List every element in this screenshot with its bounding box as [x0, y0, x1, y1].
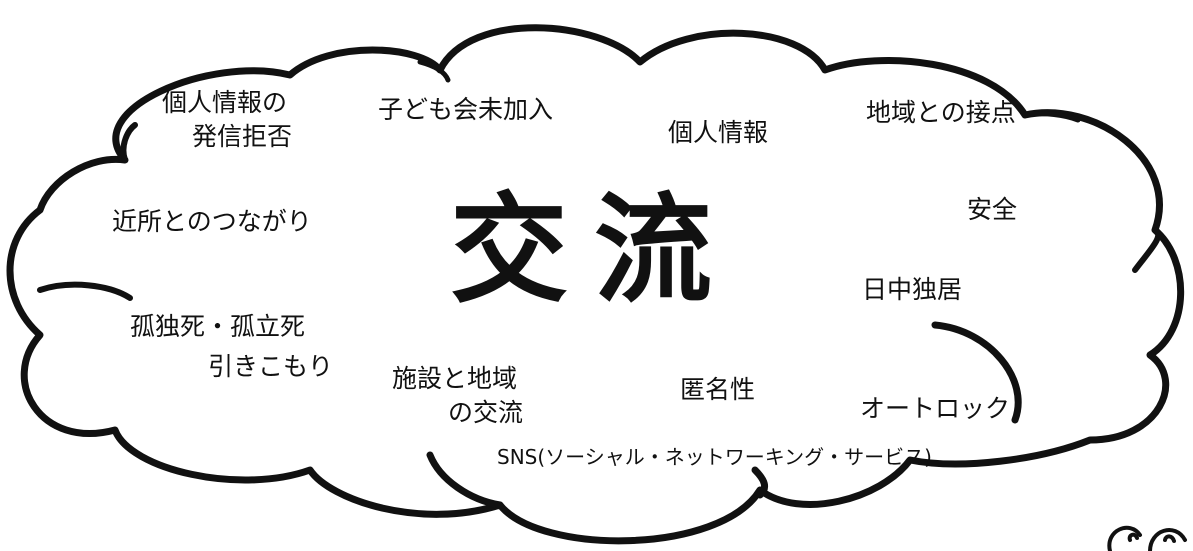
keyword-line: 孤独死・孤立死 — [130, 312, 306, 341]
keyword-personal-info: 個人情報 — [668, 118, 769, 147]
keyword-autolock: オートロック — [860, 394, 1011, 423]
keyword-line: 引きこもり — [208, 352, 334, 381]
keyword-personal-info-refusal: 個人情報の 発信拒否 — [162, 86, 292, 154]
cloud-inner-stroke-bottom2 — [751, 466, 769, 499]
cloud-border — [6, 24, 1185, 545]
cloud-inner-stroke-right — [1132, 227, 1162, 273]
keyword-safety: 安全 — [967, 195, 1018, 224]
keyword-line: 個人情報の — [162, 88, 288, 117]
cloud-inner-stroke-topleft — [417, 59, 451, 83]
keyword-line: 発信拒否 — [192, 122, 293, 151]
keyword-line: 施設と地域 — [392, 364, 518, 393]
keyword-lonely-death: 孤独死・孤立死 引きこもり — [130, 310, 333, 384]
keyword-neighborhood-ties: 近所とのつながり — [112, 207, 312, 236]
keyword-sns: SNS(ソーシャル・ネットワーキング・サービス) — [497, 445, 932, 469]
cloud-inner-stroke-lowright — [931, 321, 1022, 424]
keyword-facility-exchange: 施設と地域 の交流 — [392, 362, 523, 430]
keyword-community-contact: 地域との接点 — [866, 98, 1016, 127]
keyword-line: の交流 — [448, 398, 524, 427]
keyword-daytime-alone: 日中独居 — [862, 275, 963, 304]
cloud-inner-stroke-left — [120, 122, 138, 163]
cloud-inner-stroke-topright — [1022, 111, 1081, 123]
keyword-kids-club: 子ども会未加入 — [378, 95, 554, 124]
cloud-inner-stroke-leftlow — [37, 281, 133, 301]
center-title: 交流 — [450, 181, 739, 319]
corner-doodle — [1107, 525, 1187, 551]
keyword-anonymity: 匿名性 — [680, 375, 756, 404]
cloud-inner-stroke-bottom — [426, 451, 504, 509]
